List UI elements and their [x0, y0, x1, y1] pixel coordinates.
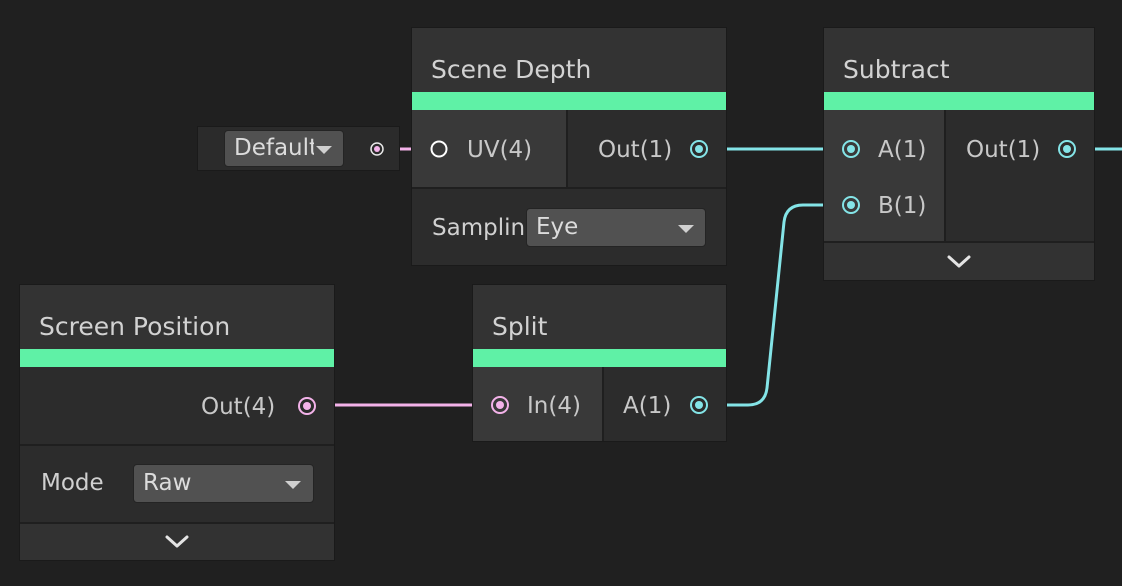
chevron-down-icon[interactable] — [164, 534, 190, 550]
screen-position-node[interactable]: Screen Position Out(4) Mode Raw — [20, 285, 334, 560]
subtract-node[interactable]: Subtract A(1) B(1) Out(1) — [824, 28, 1094, 280]
port-divider — [602, 367, 604, 441]
scene-depth-node[interactable]: Scene Depth UV(4) Out(1) Sampling Eye — [412, 28, 726, 265]
a-port-label: A(1) — [878, 137, 927, 163]
out-port-label: Out(4) — [201, 394, 276, 420]
node-accent-bar — [412, 92, 726, 110]
uv-default-dropdown[interactable]: Default — [224, 130, 344, 167]
a-port-icon[interactable] — [688, 394, 710, 416]
out-port-label: Out(1) — [966, 137, 1041, 163]
node-title[interactable]: Subtract — [824, 28, 1094, 92]
out-port-icon[interactable] — [1056, 138, 1078, 160]
caret-down-icon — [316, 145, 332, 154]
in-port-icon[interactable] — [489, 394, 511, 416]
output-pane: Out(1) — [946, 110, 1094, 241]
node-accent-bar — [473, 349, 726, 367]
a-port-label: A(1) — [623, 393, 672, 419]
wire-split-to-subtract[interactable] — [707, 203, 842, 407]
port-divider — [566, 110, 568, 187]
a-port-icon[interactable] — [840, 138, 862, 160]
out-port-label: Out(1) — [598, 137, 673, 163]
uv-default-value: Default — [234, 135, 314, 161]
b-port-icon[interactable] — [840, 194, 862, 216]
control-pane: Sampling Eye — [412, 189, 726, 265]
output-pane: A(1) — [604, 367, 726, 441]
caret-down-icon — [285, 480, 301, 489]
mode-value: Raw — [143, 470, 192, 496]
section-divider — [20, 522, 334, 524]
chevron-down-icon[interactable] — [946, 254, 972, 270]
uv-port-icon[interactable] — [428, 138, 450, 160]
mode-dropdown[interactable]: Raw — [133, 464, 314, 503]
sampling-label: Sampling — [432, 215, 526, 241]
node-title[interactable]: Split — [473, 285, 726, 349]
mode-label: Mode — [41, 470, 104, 496]
output-pane: Out(4) — [20, 367, 334, 444]
section-divider — [412, 187, 726, 189]
section-divider — [824, 241, 1094, 243]
sampling-dropdown[interactable]: Eye — [526, 208, 706, 247]
b-port-label: B(1) — [878, 193, 927, 219]
node-accent-bar — [20, 349, 334, 367]
out-port-icon[interactable] — [296, 395, 318, 417]
uv-field-port-icon[interactable] — [370, 142, 384, 156]
output-pane: Out(1) — [568, 110, 726, 187]
sampling-value: Eye — [536, 214, 579, 240]
section-divider — [20, 444, 334, 446]
input-pane: In(4) — [473, 367, 602, 441]
node-title[interactable]: Screen Position — [20, 285, 334, 349]
control-pane: Mode Raw — [20, 446, 334, 522]
in-port-label: In(4) — [527, 393, 581, 419]
port-divider — [944, 110, 946, 241]
input-pane: UV(4) — [412, 110, 566, 187]
split-node[interactable]: Split In(4) A(1) — [473, 285, 726, 441]
expand-footer[interactable] — [20, 524, 334, 560]
out-port-icon[interactable] — [688, 138, 710, 160]
expand-footer[interactable] — [824, 243, 1094, 280]
uv-port-label: UV(4) — [467, 137, 533, 163]
caret-down-icon — [678, 224, 694, 233]
node-title[interactable]: Scene Depth — [412, 28, 726, 92]
input-pane: A(1) B(1) — [824, 110, 944, 241]
uv-default-field: Default — [198, 127, 399, 170]
node-accent-bar — [824, 92, 1094, 110]
